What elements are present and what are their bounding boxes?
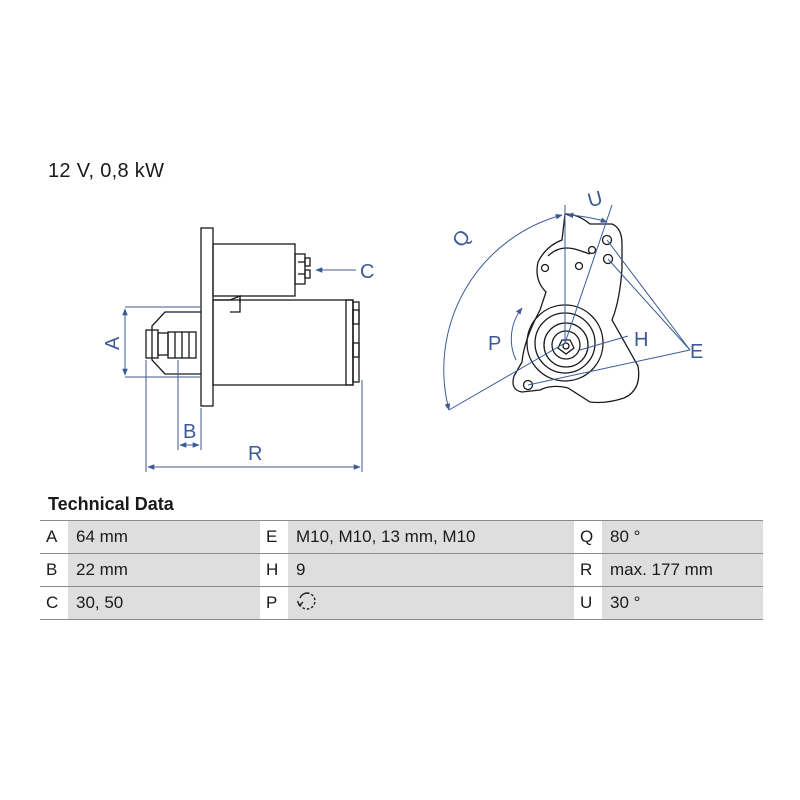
value-h: 9: [288, 553, 574, 587]
label-a: A: [102, 336, 124, 350]
table-row: C 30, 50 P U 30 °: [40, 586, 763, 620]
label-q: Q: [448, 226, 475, 252]
label-r: R: [248, 443, 262, 465]
drive-housing: [151, 311, 201, 375]
key-r: R: [574, 553, 602, 587]
label-c: C: [360, 261, 374, 283]
key-e: E: [260, 520, 288, 554]
value-u: 30 °: [602, 586, 763, 620]
technical-data-table: A 64 mm E M10, M10, 13 mm, M10 Q 80 ° B …: [40, 520, 763, 620]
front-view-dimensions: [443, 204, 691, 411]
clockwise-rotation-icon: [296, 590, 318, 617]
value-p: [288, 586, 574, 620]
label-p: P: [488, 333, 501, 355]
pinion-ring: [543, 322, 589, 368]
solenoid: [212, 243, 296, 297]
value-a: 64 mm: [68, 520, 260, 554]
spec-line: 12 V, 0,8 kW: [48, 160, 165, 182]
technical-data-title: Technical Data: [48, 494, 174, 514]
label-e: E: [690, 341, 703, 363]
value-r: max. 177 mm: [602, 553, 763, 587]
label-h: H: [634, 329, 648, 351]
mounting-flange: [200, 227, 214, 407]
key-b: B: [40, 553, 68, 587]
key-u: U: [574, 586, 602, 620]
value-b: 22 mm: [68, 553, 260, 587]
table-row: A 64 mm E M10, M10, 13 mm, M10 Q 80 °: [40, 520, 763, 554]
key-p: P: [260, 586, 288, 620]
value-e: M10, M10, 13 mm, M10: [288, 520, 574, 554]
key-h: H: [260, 553, 288, 587]
label-u: U: [585, 187, 605, 212]
side-view-dimensions: [122, 267, 363, 472]
table-row: B 22 mm H 9 R max. 177 mm: [40, 553, 763, 587]
label-b: B: [183, 421, 196, 443]
starter-side-view: [145, 227, 360, 407]
value-q: 80 °: [602, 520, 763, 554]
key-a: A: [40, 520, 68, 554]
key-c: C: [40, 586, 68, 620]
value-c: 30, 50: [68, 586, 260, 620]
key-q: Q: [574, 520, 602, 554]
motor-body: [212, 299, 354, 386]
